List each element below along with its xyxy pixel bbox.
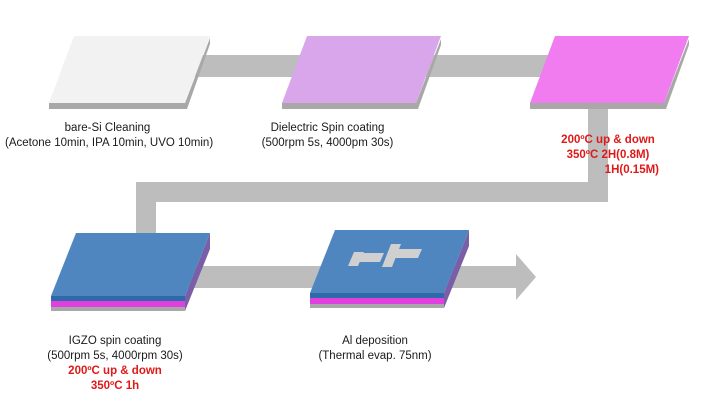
step-2-detail: (500rpm 5s, 4000pm 30s) bbox=[261, 137, 394, 149]
step-5-title: Al deposition bbox=[342, 335, 408, 347]
al-electrode-right-pad bbox=[382, 244, 401, 267]
step-1-title: bare-Si Cleaning bbox=[64, 122, 151, 134]
step-5-detail: (Thermal evap. 75nm) bbox=[318, 350, 432, 362]
wafer-bare-si-top bbox=[49, 36, 210, 103]
wafer-igzo-substrate-edge bbox=[51, 307, 185, 311]
wafer-al-substrate-edge bbox=[310, 304, 444, 308]
wafer-igzo bbox=[51, 233, 210, 311]
step-4-title: IGZO spin coating bbox=[68, 335, 162, 347]
wafer-bare-si bbox=[49, 36, 210, 109]
step-2-title: Dielectric Spin coating bbox=[270, 122, 385, 134]
wafer-annealed bbox=[530, 36, 689, 109]
step-3-anneal-line-2: 350ºC 2H(0.8M) bbox=[566, 149, 650, 161]
wafer-igzo-top bbox=[51, 233, 210, 296]
wafer-annealed-top bbox=[530, 36, 689, 103]
wafer-dielectric-top bbox=[282, 36, 441, 103]
wafer-al-deposition bbox=[310, 230, 469, 308]
wafer-dielectric bbox=[282, 36, 441, 109]
flow-arrow-head bbox=[516, 254, 536, 300]
step-5-label: Al deposition (Thermal evap. 75nm) bbox=[295, 334, 455, 364]
flow-arrow-right-drop bbox=[588, 100, 608, 202]
step-1-detail: (Acetone 10min, IPA 10min, UVO 10min) bbox=[5, 137, 214, 149]
step-4-label: IGZO spin coating (500rpm 5s, 4000rpm 30… bbox=[25, 334, 205, 364]
step-2-label: Dielectric Spin coating (500rpm 5s, 4000… bbox=[235, 121, 420, 151]
wafer-igzo-layer-edge bbox=[51, 296, 185, 301]
step-3-anneal-line-1: 200ºC up & down bbox=[561, 134, 655, 146]
wafer-igzo-side bbox=[185, 233, 210, 311]
step-3-anneal-line-3: 1H(0.15M) bbox=[604, 164, 659, 176]
wafer-al-dielectric-edge bbox=[310, 298, 444, 304]
step-1-label: bare-Si Cleaning (Acetone 10min, IPA 10m… bbox=[5, 121, 214, 151]
flow-arrow bbox=[136, 55, 608, 300]
step-4-detail: (500rpm 5s, 4000rpm 30s) bbox=[47, 350, 183, 362]
step-4-anneal-line-2: 350ºC 1h bbox=[90, 380, 140, 392]
flow-arrow-return-segment bbox=[136, 182, 608, 202]
al-electrode-left-bar bbox=[356, 253, 384, 262]
al-electrode-right-bar bbox=[393, 249, 422, 258]
wafer-al-side bbox=[444, 230, 469, 308]
wafer-al-igzo-edge bbox=[310, 293, 444, 298]
wafer-igzo-dielectric-edge bbox=[51, 301, 185, 307]
flow-arrow-left-drop bbox=[136, 182, 156, 234]
step-4-anneal-line-1: 200ºC up & down bbox=[68, 365, 162, 377]
